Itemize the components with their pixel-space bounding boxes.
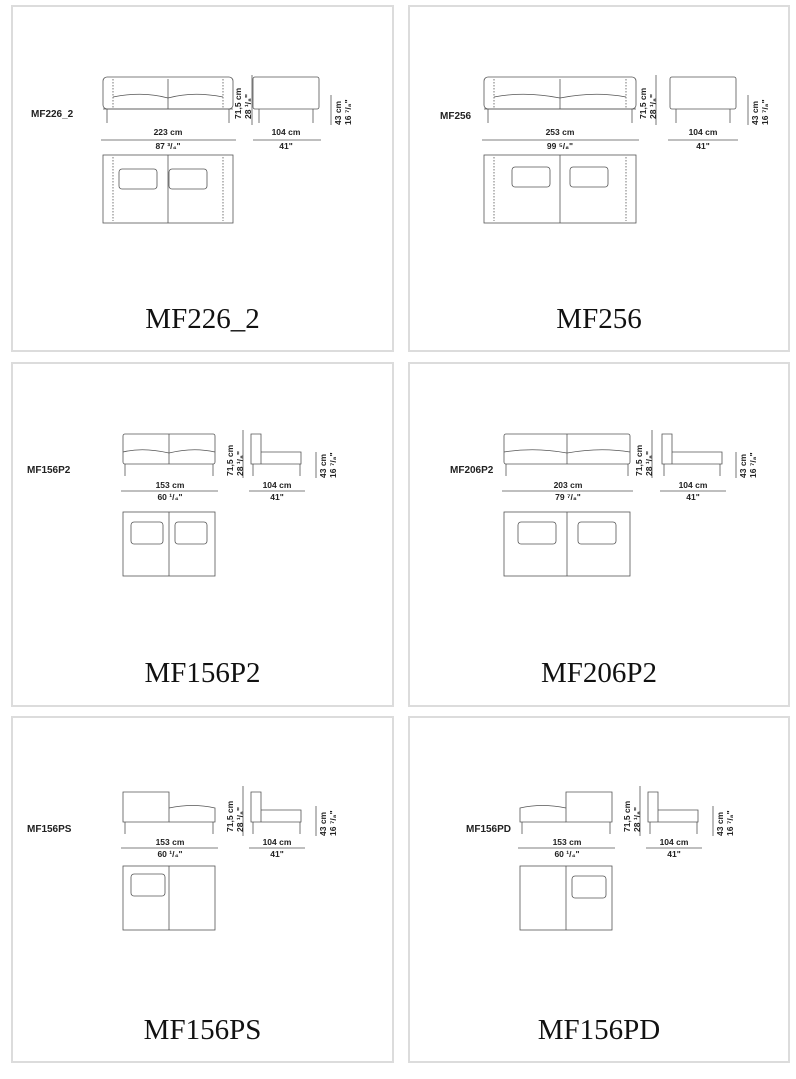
height-cm: 71,5 cm xyxy=(622,800,632,832)
width-cm: 153 cm xyxy=(155,837,185,847)
depth-in: 41" xyxy=(270,492,284,502)
height-cm: 71,5 cm xyxy=(634,444,644,476)
height-in: 28 ¹/₈" xyxy=(648,93,658,119)
product-code-label: MF156P2 xyxy=(27,465,71,476)
depth-in: 41" xyxy=(667,849,681,859)
width-cm: 153 cm xyxy=(552,837,582,847)
seat-cm: 43 cm xyxy=(318,811,328,836)
sofa-diagram xyxy=(482,75,749,224)
product-code-label: MF256 xyxy=(440,111,472,122)
sofa-diagram xyxy=(121,430,317,577)
sofa-diagram xyxy=(502,430,737,577)
height-cm: 71,5 cm xyxy=(233,87,243,119)
height-in: 28 ¹/₈" xyxy=(632,806,642,832)
product-panel-mf156pd: MF156PD 153 cm 60 ¹/₄" 104 cm 41" 71,5 c… xyxy=(408,716,790,1063)
height-in: 28 ¹/₈" xyxy=(243,93,253,119)
seat-in: 16 ⁷/₈" xyxy=(760,99,770,125)
product-panel-mf156p2: MF156P2 153 cm 60 ¹/₄" 104 cm 41" 71,5 c… xyxy=(11,362,394,707)
height-cm: 71,5 cm xyxy=(225,444,235,476)
width-cm: 153 cm xyxy=(155,480,185,490)
sofa-diagram xyxy=(518,786,714,931)
sofa-diagram xyxy=(101,75,332,224)
product-code-label: MF156PS xyxy=(27,824,72,835)
depth-cm: 104 cm xyxy=(262,480,292,490)
depth-in: 41" xyxy=(696,141,710,151)
depth-in: 41" xyxy=(270,849,284,859)
seat-cm: 43 cm xyxy=(318,453,328,478)
product-title: MF256 xyxy=(556,303,642,335)
seat-cm: 43 cm xyxy=(333,100,343,125)
product-panel-mf226-2: MF226_2 223 cm 87 ³/₄" 104 cm 41" 71,5 c… xyxy=(11,5,394,352)
width-in: 60 ¹/₄" xyxy=(157,849,183,859)
width-cm: 253 cm xyxy=(545,127,575,137)
depth-in: 41" xyxy=(279,141,293,151)
width-in: 60 ¹/₄" xyxy=(157,492,183,502)
product-title: MF156PD xyxy=(537,1014,661,1046)
width-cm: 223 cm xyxy=(153,127,183,137)
depth-cm: 104 cm xyxy=(659,837,689,847)
product-title: MF156PS xyxy=(143,1014,262,1046)
seat-in: 16 ⁷/₈" xyxy=(748,452,758,478)
height-cm: 71,5 cm xyxy=(225,800,235,832)
product-code-label: MF156PD xyxy=(466,824,512,835)
product-panel-mf256: MF256 253 cm 99 ⁵/₈" 104 cm 41" 71,5 cm … xyxy=(408,5,790,352)
product-panel-mf206p2: MF206P2 203 cm 79 ⁷/₈" 104 cm 41" 71,5 c… xyxy=(408,362,790,707)
height-in: 28 ¹/₈" xyxy=(235,450,245,476)
product-code-label: MF206P2 xyxy=(450,465,494,476)
seat-cm: 43 cm xyxy=(738,453,748,478)
depth-cm: 104 cm xyxy=(271,127,301,137)
width-cm: 203 cm xyxy=(553,480,583,490)
height-in: 28 ¹/₈" xyxy=(235,806,245,832)
height-cm: 71,5 cm xyxy=(638,87,648,119)
product-code-label: MF226_2 xyxy=(31,109,74,120)
height-in: 28 ¹/₈" xyxy=(644,450,654,476)
depth-cm: 104 cm xyxy=(262,837,292,847)
width-in: 60 ¹/₄" xyxy=(554,849,580,859)
seat-in: 16 ⁷/₈" xyxy=(328,810,338,836)
seat-cm: 43 cm xyxy=(750,100,760,125)
width-in: 79 ⁷/₈" xyxy=(555,492,581,502)
width-in: 87 ³/₄" xyxy=(155,141,181,151)
depth-in: 41" xyxy=(686,492,700,502)
width-in: 99 ⁵/₈" xyxy=(546,141,574,151)
product-panel-mf156ps: MF156PS 153 cm 60 ¹/₄" 104 cm 41" 71,5 c… xyxy=(11,716,394,1063)
seat-in: 16 ⁷/₈" xyxy=(725,810,735,836)
depth-cm: 104 cm xyxy=(678,480,708,490)
product-title: MF226_2 xyxy=(145,303,260,335)
seat-in: 16 ⁷/₈" xyxy=(328,452,338,478)
product-title: MF156P2 xyxy=(144,657,261,689)
seat-in: 16 ⁷/₈" xyxy=(343,99,353,125)
sofa-diagram xyxy=(121,786,317,931)
seat-cm: 43 cm xyxy=(715,811,725,836)
product-title: MF206P2 xyxy=(540,657,658,689)
depth-cm: 104 cm xyxy=(688,127,718,137)
